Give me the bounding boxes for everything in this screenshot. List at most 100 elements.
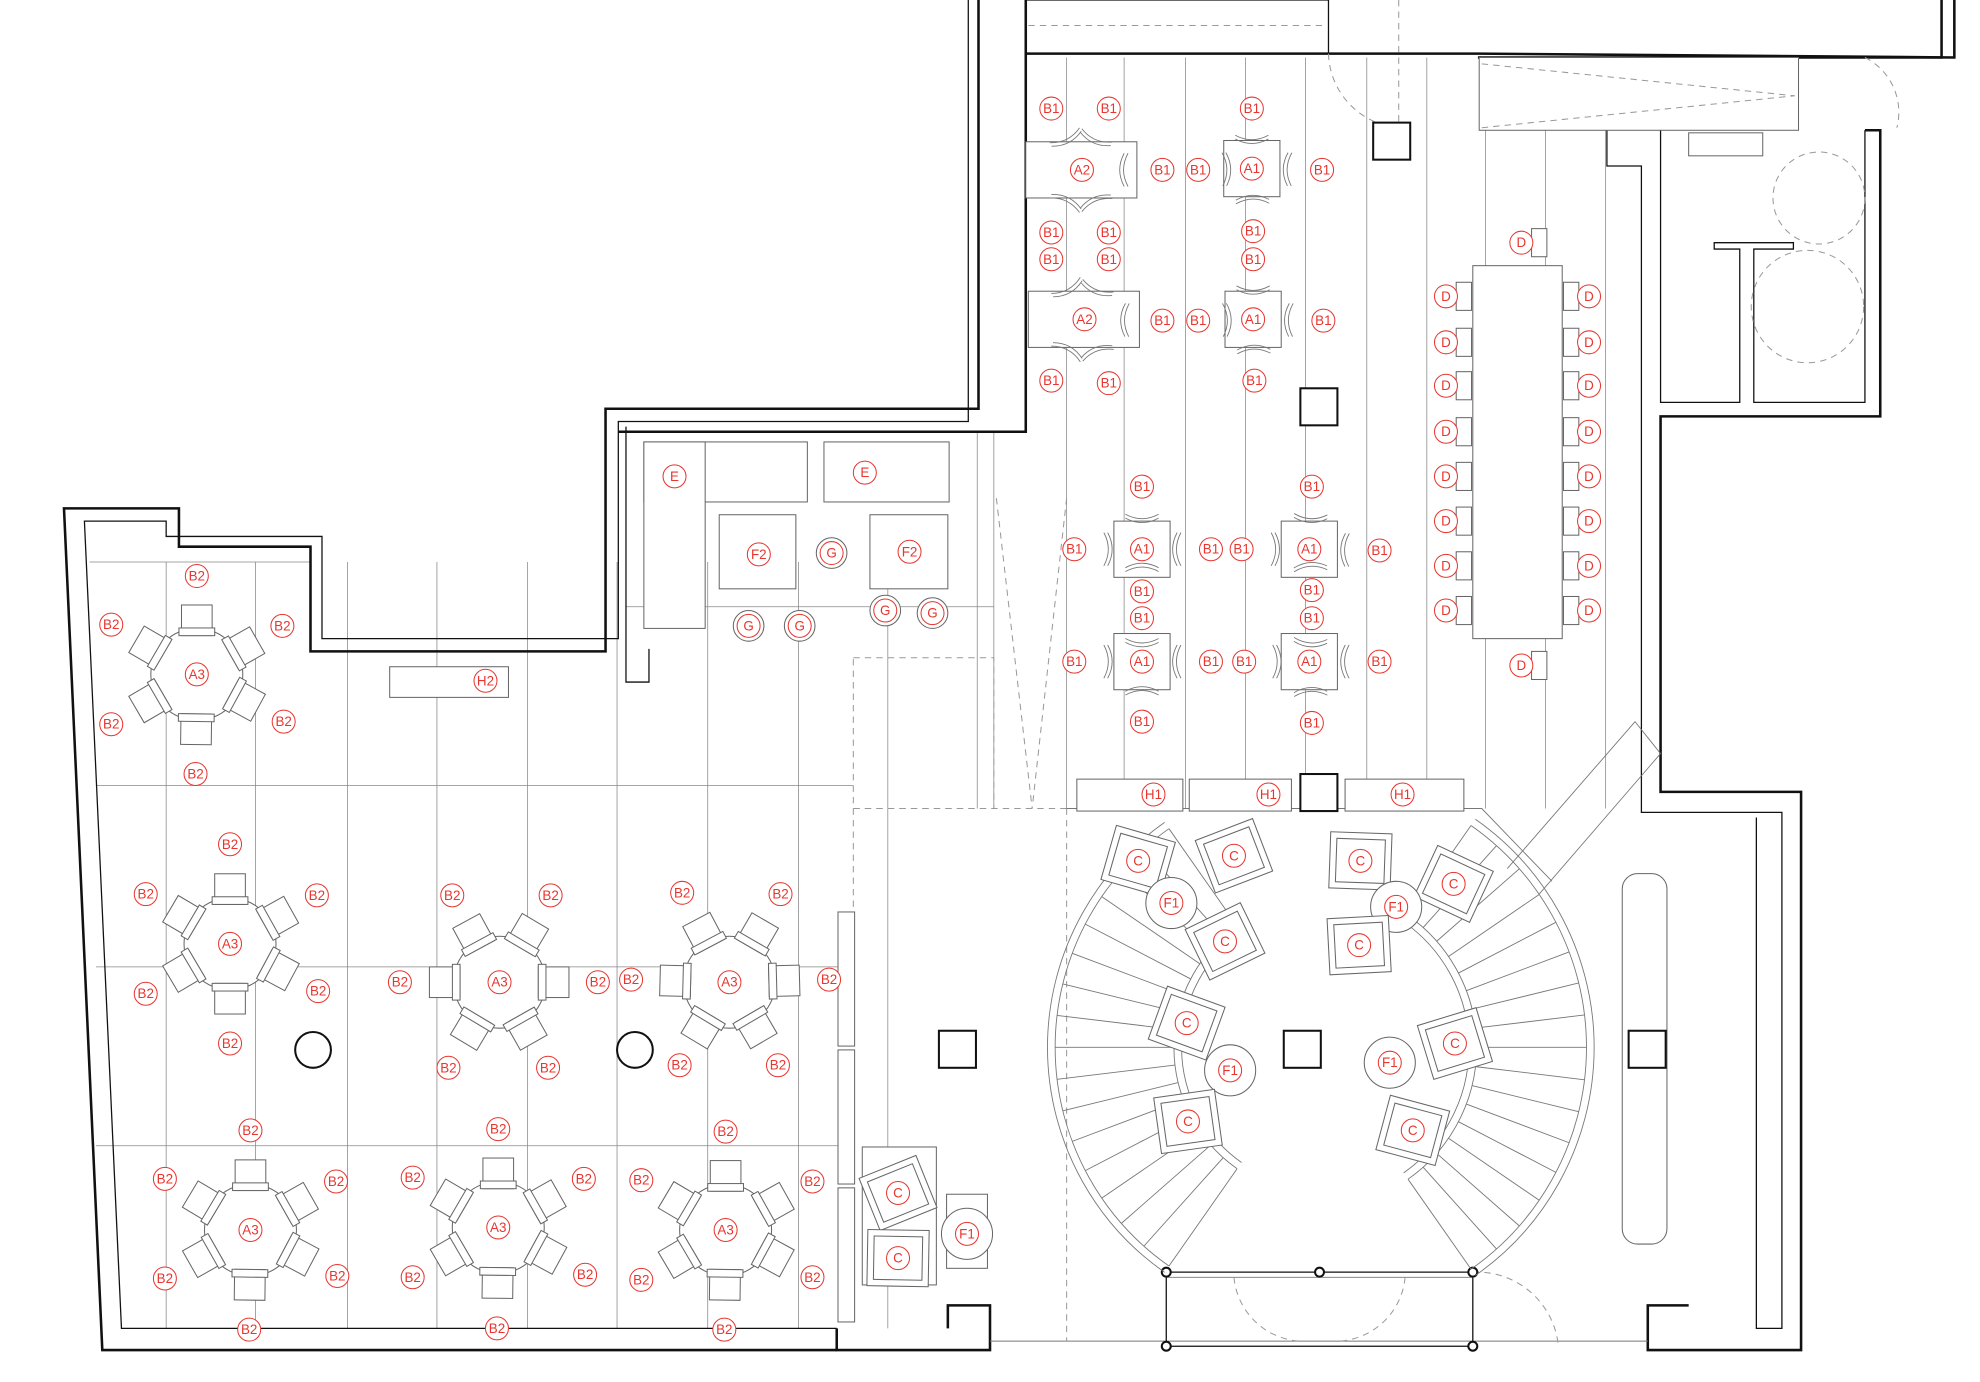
chair (449, 1006, 496, 1052)
tag-label: B1 (1134, 611, 1150, 626)
tag-label: H1 (1145, 787, 1162, 802)
bar-stool (1562, 417, 1580, 447)
bar-stool (1455, 281, 1473, 311)
tag-b1: B1 (1096, 96, 1121, 121)
banquette-seat-divider (1466, 951, 1570, 992)
banquette-seat-divider (1072, 952, 1184, 996)
tag-b1: B1 (1039, 247, 1064, 272)
tag-d: D (1577, 509, 1602, 534)
chair (161, 947, 207, 993)
tag-a1: A1 (1129, 649, 1155, 674)
tag-b2: B2 (387, 970, 412, 995)
tag-label: A3 (491, 975, 507, 990)
tag-a1: A1 (1297, 537, 1322, 562)
bar-stool (1562, 371, 1580, 401)
tag-label: B2 (187, 767, 203, 782)
banquette-seat-divider (1436, 1153, 1520, 1227)
tag-label: B2 (157, 1271, 173, 1286)
chair (1103, 644, 1113, 679)
tag-b2: B2 (713, 1119, 738, 1144)
tag-label: C (1449, 876, 1459, 891)
tag-b1: B1 (1039, 368, 1064, 393)
chair (1079, 194, 1113, 212)
tag-b2: B2 (152, 1166, 177, 1191)
chair (732, 1004, 778, 1050)
banquette-seat-divider (1475, 1014, 1585, 1029)
chair (657, 1180, 703, 1227)
tag-d: D (1509, 230, 1534, 255)
chair (1049, 127, 1082, 147)
tag-label: B2 (404, 1270, 420, 1285)
tag-b1: B1 (1129, 709, 1155, 734)
tag-label: A3 (490, 1220, 506, 1235)
tag-label: B2 (138, 986, 154, 1001)
tag-label: B1 (1203, 542, 1219, 557)
chair (706, 1268, 744, 1301)
chair (1293, 687, 1328, 697)
bar-stool (1455, 506, 1473, 536)
chair (1125, 562, 1159, 572)
tag-label: D (1441, 335, 1451, 350)
chair (503, 912, 550, 958)
tag-label: A2 (1076, 312, 1092, 327)
tag-label: D (1584, 335, 1594, 350)
tag-g: G (819, 541, 844, 566)
tag-label: A1 (1134, 654, 1150, 669)
tag-label: B1 (1190, 313, 1206, 328)
tag-d: D (1433, 464, 1458, 489)
tag-b2: B2 (99, 612, 124, 637)
tag-b2: B2 (436, 1055, 461, 1080)
tag-label: B2 (309, 888, 325, 903)
tag-label: A3 (242, 1223, 258, 1238)
tag-label: D (1516, 235, 1526, 250)
tag-b2: B2 (536, 1055, 561, 1080)
chair (657, 1233, 703, 1280)
tag-label: B1 (1371, 543, 1387, 558)
bar-stool (1531, 228, 1548, 258)
tag-label: C (1356, 853, 1366, 868)
tag-d: D (1577, 598, 1602, 623)
banquette-seat-divider (1466, 1103, 1570, 1144)
tag-b2: B2 (571, 1166, 596, 1191)
tag-label: B1 (1236, 654, 1252, 669)
chair (1270, 532, 1280, 567)
banquette-seat-divider (1448, 1137, 1540, 1201)
tag-b2: B2 (667, 1053, 692, 1078)
bar-stool (1562, 506, 1580, 536)
tag-a3: A3 (238, 1217, 263, 1243)
chair (1049, 194, 1082, 213)
tag-e: E (852, 460, 877, 485)
tag-label: G (880, 603, 890, 618)
tag-b2: B2 (670, 880, 695, 905)
tag-b1: B1 (1129, 606, 1155, 631)
tag-label: B2 (440, 1060, 456, 1075)
tag-label: B2 (804, 1174, 820, 1189)
tag-label: B2 (222, 837, 238, 852)
banquette-seat-divider (1458, 1121, 1557, 1173)
tag-label: B2 (716, 1322, 732, 1337)
banquette-seat-divider (1422, 1166, 1497, 1250)
tag-b2: B2 (270, 613, 295, 638)
tag-label: B1 (1304, 479, 1320, 494)
tag-b2: B2 (440, 883, 465, 908)
banquette-arc (1470, 825, 1587, 1270)
tag-b2: B2 (768, 882, 793, 907)
tag-label: B1 (1190, 162, 1206, 177)
tag-label: D (1584, 558, 1594, 573)
tag-label: A1 (1301, 654, 1317, 669)
tag-c: C (1174, 1011, 1199, 1036)
tag-label: D (1441, 558, 1451, 573)
chair (1293, 513, 1328, 523)
tag-label: A3 (222, 936, 238, 951)
tag-b2: B2 (325, 1263, 350, 1288)
tag-a3: A3 (713, 1217, 738, 1243)
banquette-seat-divider (1057, 1064, 1176, 1080)
tag-b2: B2 (271, 709, 296, 734)
tag-d: D (1509, 653, 1534, 678)
tag-label: B1 (1154, 313, 1170, 328)
tag-b1: B1 (1129, 474, 1155, 499)
tag-h1: H1 (1141, 782, 1166, 807)
tag-label: B1 (1304, 583, 1320, 598)
